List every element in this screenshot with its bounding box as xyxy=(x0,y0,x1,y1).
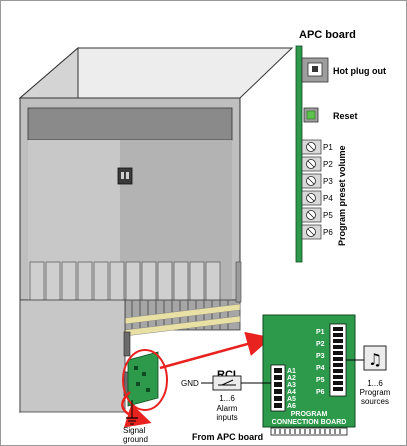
module-slot xyxy=(205,261,221,303)
module-slot xyxy=(29,261,45,303)
preset-item[interactable]: P2 xyxy=(301,156,333,172)
preset-label: P1 xyxy=(323,143,333,152)
preset-label: P6 xyxy=(323,228,333,237)
preset-item[interactable]: P6 xyxy=(301,224,333,240)
rci-range-label: 1...6 xyxy=(219,394,235,403)
trimmer-slot-icon xyxy=(307,228,315,236)
power-socket-pin-right xyxy=(126,172,129,179)
alarm-input-label: A2 xyxy=(287,375,296,382)
trimmer-slot-icon xyxy=(307,211,315,219)
program-output-label: P3 xyxy=(316,353,325,360)
alarm-input-label: A3 xyxy=(287,382,296,389)
installed-board-body xyxy=(127,351,159,407)
module-slot xyxy=(189,261,205,303)
alarm-input-label: A5 xyxy=(287,396,296,403)
edge-connector xyxy=(270,427,348,436)
connection-board-title-2: CONNECTION BOARD xyxy=(272,419,347,426)
power-socket-icon xyxy=(117,167,133,185)
program-sources: ♫ 1...6 Program sources xyxy=(346,345,391,406)
installed-board-chip xyxy=(136,382,140,386)
module-slot xyxy=(109,261,125,303)
sources-label-1: Program xyxy=(360,388,391,397)
installed-board-chip xyxy=(142,372,146,376)
hot-plug-label: Hot plug out xyxy=(333,66,386,76)
program-output-label: P6 xyxy=(316,389,325,396)
trimmer-slot-icon xyxy=(307,194,315,202)
rj-socket-inner-icon xyxy=(312,66,318,72)
apc-board-title: APC board xyxy=(299,29,356,41)
cabinet-front-panel-left xyxy=(28,140,120,300)
module-slot xyxy=(45,261,61,303)
preset-item[interactable]: P4 xyxy=(301,190,333,206)
installed-board-chip xyxy=(146,388,150,392)
module-slot xyxy=(141,261,157,303)
signal-ground-label-2: ground xyxy=(123,435,148,444)
signal-ground-label-1: Signal xyxy=(123,426,145,435)
alarm-terminal-pins xyxy=(274,368,282,408)
power-socket-pin-left xyxy=(121,172,124,179)
cabinet xyxy=(18,46,294,414)
apc-board-strip xyxy=(295,45,303,263)
apc-board-panel: APC board Hot plug out Reset P1 P2 xyxy=(295,29,386,263)
reset-label: Reset xyxy=(333,111,358,121)
preset-vertical-label: Program preset volume xyxy=(337,145,347,246)
preset-label: P4 xyxy=(323,194,333,203)
preset-item[interactable]: P1 xyxy=(301,139,333,155)
cabinet-top-band xyxy=(27,107,233,141)
reset-indicator-icon xyxy=(306,110,316,120)
program-terminal-pins xyxy=(333,327,343,391)
alarm-input-label: A1 xyxy=(287,368,296,375)
rci-alarm: RCI GND 1...6 Alarm inputs xyxy=(181,369,271,422)
cabinet-front-panel-right xyxy=(120,140,232,300)
cabinet-connector xyxy=(123,331,131,357)
preset-label: P3 xyxy=(323,177,333,186)
music-source-box xyxy=(363,345,387,371)
installed-apc-board xyxy=(127,351,159,407)
edge-connector-pins xyxy=(274,429,341,434)
module-slot xyxy=(61,261,77,303)
preset-item[interactable]: P3 xyxy=(301,173,333,189)
program-output-label: P2 xyxy=(316,341,325,348)
from-apc-label: From APC board xyxy=(192,432,263,442)
sources-label-2: sources xyxy=(361,397,389,406)
alarm-input-label: A6 xyxy=(287,403,296,410)
preset-label: P5 xyxy=(323,211,333,220)
arrow-to-connection-board xyxy=(159,331,272,370)
alarm-label-2: inputs xyxy=(216,413,237,422)
cabinet-side-handle xyxy=(235,261,242,303)
installed-board-chip xyxy=(134,366,138,370)
cabinet-lower-front xyxy=(19,299,126,413)
trimmer-slot-icon xyxy=(307,177,315,185)
preset-item[interactable]: P5 xyxy=(301,207,333,223)
switch-lever-icon xyxy=(221,379,234,386)
trimmer-slot-icon xyxy=(307,143,315,151)
music-note-icon: ♫ xyxy=(368,350,382,369)
module-slot xyxy=(173,261,189,303)
alarm-label-1: Alarm xyxy=(217,404,238,413)
module-slot xyxy=(77,261,93,303)
alarm-input-label: A4 xyxy=(287,389,296,396)
program-connection-board: A1 A2 A3 A4 A5 A6 P1 P2 P3 P4 P5 P6 PROG… xyxy=(192,314,356,442)
program-output-label: P4 xyxy=(316,365,325,372)
program-output-label: P1 xyxy=(316,329,325,336)
preset-list: P1 P2 P3 P4 xyxy=(301,139,333,240)
module-slot-row xyxy=(29,261,221,303)
preset-label: P2 xyxy=(323,160,333,169)
module-slot xyxy=(125,261,141,303)
program-output-label: P5 xyxy=(316,377,325,384)
trimmer-slot-icon xyxy=(307,160,315,168)
sources-range-label: 1...6 xyxy=(367,379,383,388)
connection-board-title-1: PROGRAM xyxy=(291,411,328,418)
module-slot xyxy=(157,261,173,303)
module-slot xyxy=(93,261,109,303)
gnd-label: GND xyxy=(181,379,199,388)
